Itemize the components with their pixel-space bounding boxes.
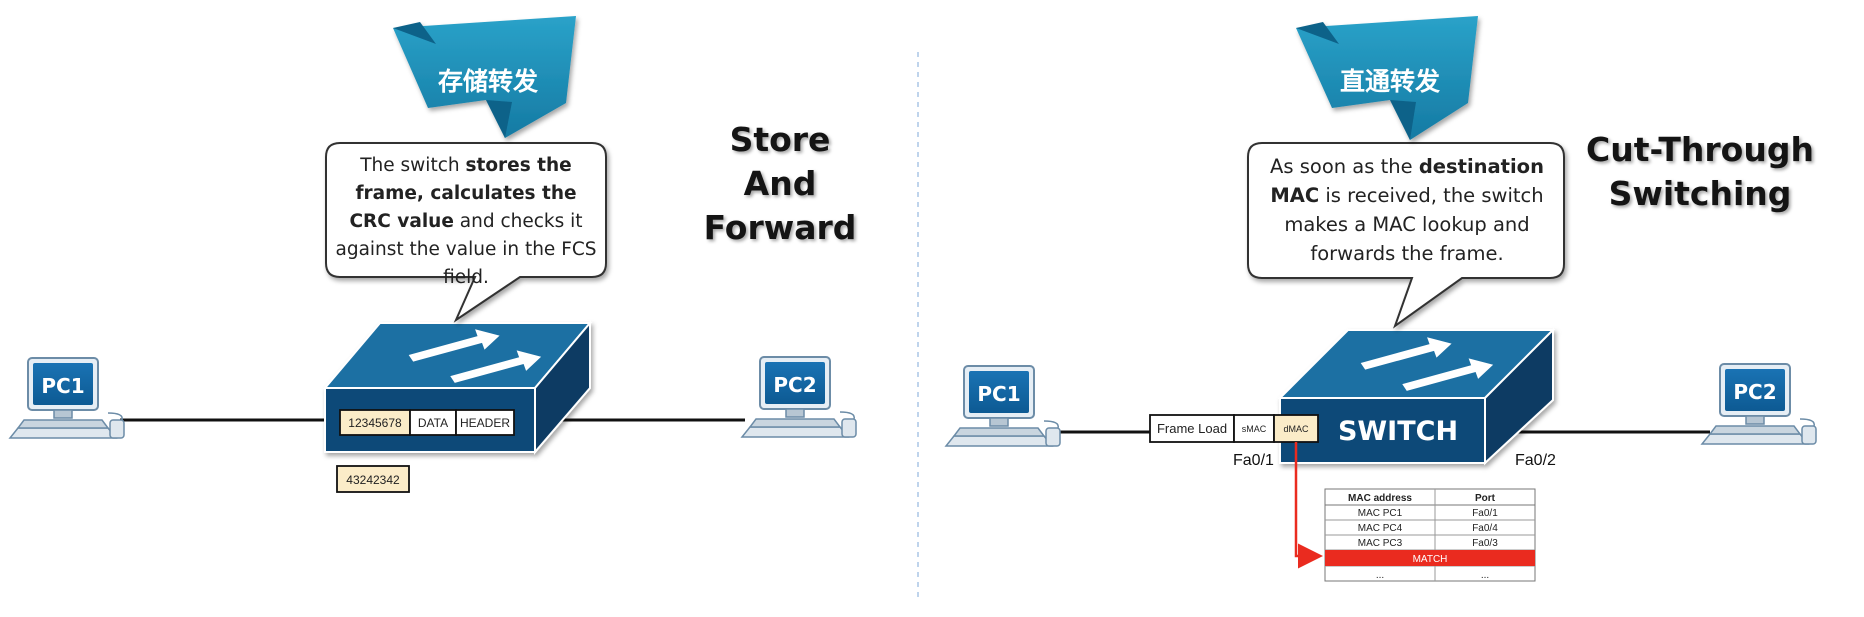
right-callout-text: As soon as the destination MAC is receiv…: [1258, 152, 1556, 268]
switch-label: SWITCH: [1338, 416, 1458, 447]
left-callout-part2: and checks it against the value in the F…: [335, 211, 597, 288]
right-title-line1: Cut-Through: [1586, 130, 1814, 169]
left-callout-text: The switch stores the frame, calculates …: [334, 152, 598, 292]
mac-table-header-mac: MAC address: [1348, 493, 1412, 504]
mac-table-row1-mac: MAC PC1: [1358, 508, 1403, 519]
right-frame-smac: sMAC: [1242, 424, 1267, 434]
right-pc2: PC2: [1701, 363, 1817, 445]
right-pc1: PC1: [945, 365, 1061, 447]
right-banner-label: 直通转发: [1339, 67, 1440, 96]
mac-table-match: MATCH: [1413, 554, 1448, 565]
match-row: [1325, 550, 1535, 566]
left-banner: [393, 16, 576, 138]
right-callout-bold: destination MAC: [1270, 155, 1544, 207]
left-banner-label: 存储转发: [437, 67, 538, 96]
right-callout-part1: As soon as the: [1270, 155, 1419, 178]
right-banner: [1296, 16, 1478, 140]
right-frame-load: Frame Load: [1157, 421, 1227, 436]
lookup-arrow: [1294, 442, 1323, 569]
left-pc2-label: PC2: [773, 373, 816, 397]
mac-table-row2-mac: MAC PC4: [1358, 523, 1403, 534]
mac-table-row3-mac: MAC PC3: [1358, 538, 1403, 549]
left-frame-header: HEADER: [460, 416, 510, 430]
left-title: Store And Forward: [680, 118, 880, 250]
left-frame-data: DATA: [418, 416, 448, 430]
left-title-line3: Forward: [703, 208, 857, 247]
left-frame: 12345678 DATA HEADER: [339, 409, 515, 436]
right-callout-part2: is received, the switch makes a MAC look…: [1284, 184, 1544, 265]
left-crc-box: [336, 465, 410, 493]
mac-table: MAC address Port MAC PC1 Fa0/1 MAC PC4 F…: [1324, 488, 1536, 582]
right-pc1-label: PC1: [977, 382, 1020, 406]
left-panel: 12345678 DATA HEADER 43242342 PC1 PC2: [9, 16, 857, 493]
left-title-line2: And: [743, 164, 817, 203]
left-callout-bold: stores the frame, calculates the CRC val…: [349, 155, 577, 232]
left-pc2: PC2: [741, 356, 857, 438]
left-callout-part1: The switch: [360, 155, 466, 176]
left-title-line1: Store: [729, 120, 831, 159]
right-frame-dmac: dMAC: [1283, 424, 1309, 434]
mac-table-row3-port: Fa0/3: [1472, 538, 1498, 549]
left-crc-box-label: 43242342: [346, 473, 400, 487]
right-pc2-label: PC2: [1733, 380, 1776, 404]
left-callout-bubble: [325, 142, 607, 323]
right-frame: Frame Load sMAC dMAC: [1149, 414, 1319, 443]
left-pc1: PC1: [9, 357, 125, 439]
port-fa0-2: Fa0/2: [1515, 452, 1556, 469]
right-title-line2: Switching: [1608, 174, 1792, 213]
port-fa0-1: Fa0/1: [1233, 452, 1274, 469]
mac-table-row2-port: Fa0/4: [1472, 523, 1498, 534]
mac-table-header-port: Port: [1475, 493, 1496, 504]
mac-table-ellipsis-mac: ...: [1376, 570, 1384, 581]
mac-table-row1-port: Fa0/1: [1472, 508, 1498, 519]
right-title: Cut-Through Switching: [1570, 128, 1830, 216]
right-callout-bubble: [1247, 142, 1565, 329]
right-switch: [1277, 327, 1556, 466]
mac-table-ellipsis-port: ...: [1481, 570, 1489, 581]
left-frame-crc: 12345678: [348, 416, 402, 430]
right-panel: SWITCH Frame Load sMAC dMAC Fa0/1 Fa0/2: [945, 16, 1817, 582]
left-pc1-label: PC1: [41, 374, 84, 398]
